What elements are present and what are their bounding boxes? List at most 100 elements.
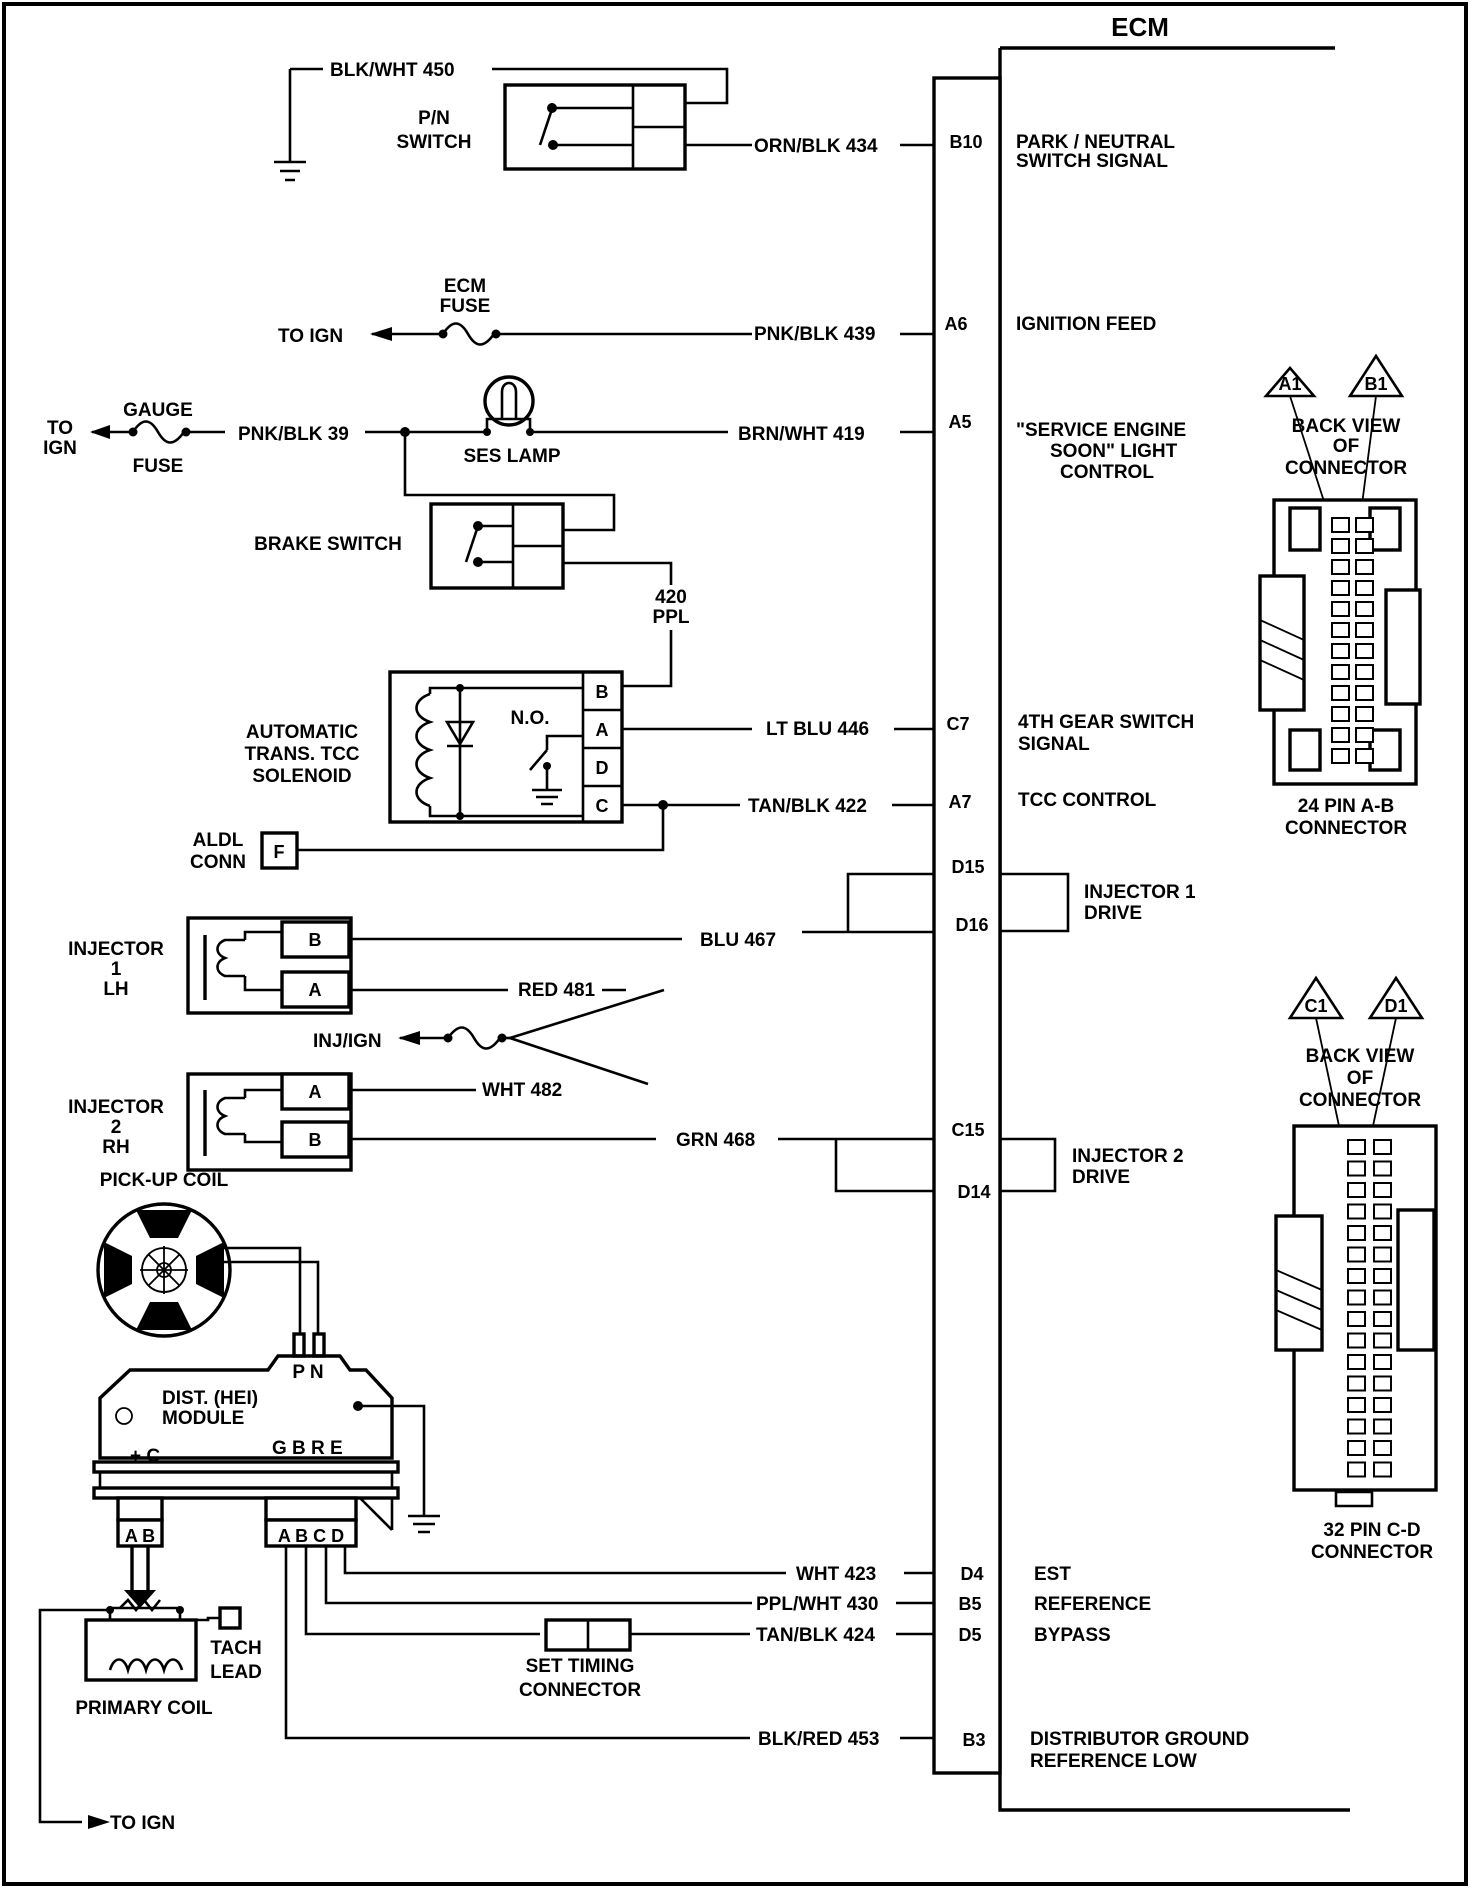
ecm-pin: D4 bbox=[960, 1564, 983, 1584]
connector-32-pin-cells bbox=[1347, 1139, 1392, 1478]
component-label: INJECTOR bbox=[68, 939, 164, 960]
connector-pin-cell bbox=[1373, 1203, 1392, 1220]
component-label: LEAD bbox=[210, 1662, 262, 1683]
pin-function-label: TCC CONTROL bbox=[1018, 790, 1157, 811]
connector-pin-cell bbox=[1331, 538, 1350, 554]
component-label: TO IGN bbox=[110, 1813, 175, 1834]
connector-24-pin-cells bbox=[1331, 517, 1374, 764]
connector-pin-cell bbox=[1373, 1375, 1392, 1392]
connector-pin-cell bbox=[1347, 1354, 1366, 1370]
wire-label: WHT 482 bbox=[482, 1080, 562, 1101]
connector-pin-cell bbox=[1347, 1397, 1366, 1413]
pickup-coil: PICK-UP COIL bbox=[96, 1170, 320, 1338]
wire-label: BRN/WHT 419 bbox=[738, 424, 865, 445]
connector-caption: CONNECTOR bbox=[1311, 1542, 1433, 1563]
injector2-drive-bracket bbox=[1000, 1137, 1057, 1193]
pin-function-label: REFERENCE bbox=[1034, 1594, 1151, 1615]
component-label: GAUGE bbox=[123, 400, 193, 421]
connector-pin-cell bbox=[1347, 1139, 1366, 1155]
injector-2: A B INJECTOR 2 RH WHT 482 GRN 468 bbox=[68, 1072, 934, 1193]
connector-pin-cell bbox=[1373, 1182, 1392, 1198]
pin-function-label: "SERVICE ENGINE bbox=[1016, 420, 1186, 441]
connector-caption: 32 PIN C-D bbox=[1323, 1520, 1420, 1541]
connector-pin-cell bbox=[1347, 1182, 1366, 1198]
connector-pin-cell bbox=[1355, 685, 1374, 701]
ecm-pin: D16 bbox=[955, 915, 988, 935]
terminal-label: B bbox=[596, 682, 609, 702]
component-label: MODULE bbox=[162, 1408, 244, 1429]
component-label: CONN bbox=[190, 852, 246, 873]
terminal-label: C bbox=[596, 796, 609, 816]
wire-label: LT BLU 446 bbox=[766, 719, 869, 740]
wire-label: RED 481 bbox=[518, 980, 596, 1001]
ecm-pin: C7 bbox=[946, 714, 969, 734]
connector-pin-cell bbox=[1347, 1246, 1366, 1263]
connector-pin-cell bbox=[1331, 706, 1350, 722]
component-label: LH bbox=[103, 979, 128, 1000]
ecm-pin: A6 bbox=[944, 314, 967, 334]
connector-pin-cell bbox=[1373, 1418, 1392, 1435]
connector-pin-cell bbox=[1355, 601, 1374, 617]
ecm-pin: D14 bbox=[957, 1182, 990, 1202]
wire-label: BLK/WHT 450 bbox=[330, 60, 455, 81]
connector-pin-cell bbox=[1373, 1461, 1392, 1478]
pin-function-label: INJECTOR 1 bbox=[1084, 882, 1196, 903]
ecm-fuse-circuit: ECM FUSE TO IGN PNK/BLK 439 bbox=[278, 276, 934, 347]
connector-pin-cell bbox=[1331, 643, 1350, 659]
wire-label: 420 bbox=[655, 587, 687, 608]
terminal-label: A bbox=[596, 720, 609, 740]
connector-pin-cell bbox=[1355, 706, 1374, 722]
terminal-label: D bbox=[596, 758, 609, 778]
connector-pin-cell bbox=[1373, 1160, 1392, 1177]
ses-lamp-circuit: TO IGN GAUGE FUSE PNK/BLK 39 SES LAMP BR… bbox=[43, 375, 934, 477]
ecm-pin-labels: B10 A6 A5 C7 A7 D15 D16 C15 D14 D4 B5 D5… bbox=[944, 132, 990, 1750]
component-label: TO bbox=[47, 418, 73, 439]
connector-pin-cell bbox=[1355, 538, 1374, 554]
connector-pin-cell bbox=[1347, 1203, 1366, 1220]
wire-label: TAN/BLK 422 bbox=[748, 796, 867, 817]
connector-pin-cell bbox=[1331, 517, 1350, 533]
tcc-solenoid: B A D C N.O. AUTOMATIC TRANS. TCC SOLENO… bbox=[244, 670, 934, 824]
component-label: TRANS. TCC bbox=[244, 744, 359, 765]
ses-lamp-bulb bbox=[483, 375, 535, 427]
brake-switch: BRAKE SWITCH 420 PPL bbox=[254, 432, 690, 688]
back-view-label: CONNECTOR bbox=[1285, 458, 1407, 479]
wire-label: PNK/BLK 439 bbox=[754, 324, 875, 345]
component-label: CONNECTOR bbox=[519, 1680, 641, 1701]
component-label: 1 bbox=[111, 959, 122, 980]
connector-pin-cell bbox=[1373, 1397, 1392, 1413]
pin-function-label: SWITCH SIGNAL bbox=[1016, 151, 1168, 172]
wire-label: GRN 468 bbox=[676, 1130, 755, 1151]
component-label: FUSE bbox=[133, 456, 184, 477]
component-label: INJECTOR bbox=[68, 1097, 164, 1118]
connector-flag-label: A1 bbox=[1278, 374, 1301, 394]
component-label: PICK-UP COIL bbox=[100, 1170, 229, 1191]
injector1-drive-bracket bbox=[1000, 872, 1070, 933]
aldl-connector: F ALDL CONN bbox=[190, 805, 665, 873]
connector-pin-cell bbox=[1373, 1225, 1392, 1241]
connector-pin-cell bbox=[1347, 1289, 1366, 1306]
pin-function-label: BYPASS bbox=[1034, 1625, 1111, 1646]
back-view-label: BACK VIEW bbox=[1292, 416, 1401, 437]
connector-pin-cell bbox=[1373, 1440, 1392, 1456]
component-label: SOLENOID bbox=[252, 766, 351, 787]
component-label: FUSE bbox=[440, 296, 491, 317]
connector-pin-cell bbox=[1355, 748, 1374, 764]
wire-label: PPL/WHT 430 bbox=[756, 1594, 878, 1615]
pin-function-label: SOON" LIGHT bbox=[1050, 441, 1178, 462]
component-label: P N bbox=[292, 1362, 323, 1383]
connector-32-pin: C1 D1 BACK VIEW OF CONNECTOR 32 PIN C-D … bbox=[1274, 975, 1438, 1563]
component-label: ECM bbox=[444, 276, 486, 297]
connector-pin-cell bbox=[1331, 601, 1350, 617]
component-label: SET TIMING bbox=[526, 1656, 635, 1677]
connector-pin-cell bbox=[1347, 1332, 1366, 1349]
component-label: AUTOMATIC bbox=[246, 722, 359, 743]
connector-pin-cell bbox=[1347, 1225, 1366, 1241]
back-view-label: BACK VIEW bbox=[1306, 1046, 1415, 1067]
pin-function-label: IGNITION FEED bbox=[1016, 314, 1156, 335]
component-label: ALDL bbox=[193, 830, 244, 851]
connector-pin-cell bbox=[1355, 664, 1374, 680]
wire-label: PPL bbox=[653, 607, 690, 628]
hei-module: P N DIST. (HEI) MODULE + C G B R E A B A… bbox=[92, 1332, 440, 1548]
connector-pin-cell bbox=[1331, 622, 1350, 638]
